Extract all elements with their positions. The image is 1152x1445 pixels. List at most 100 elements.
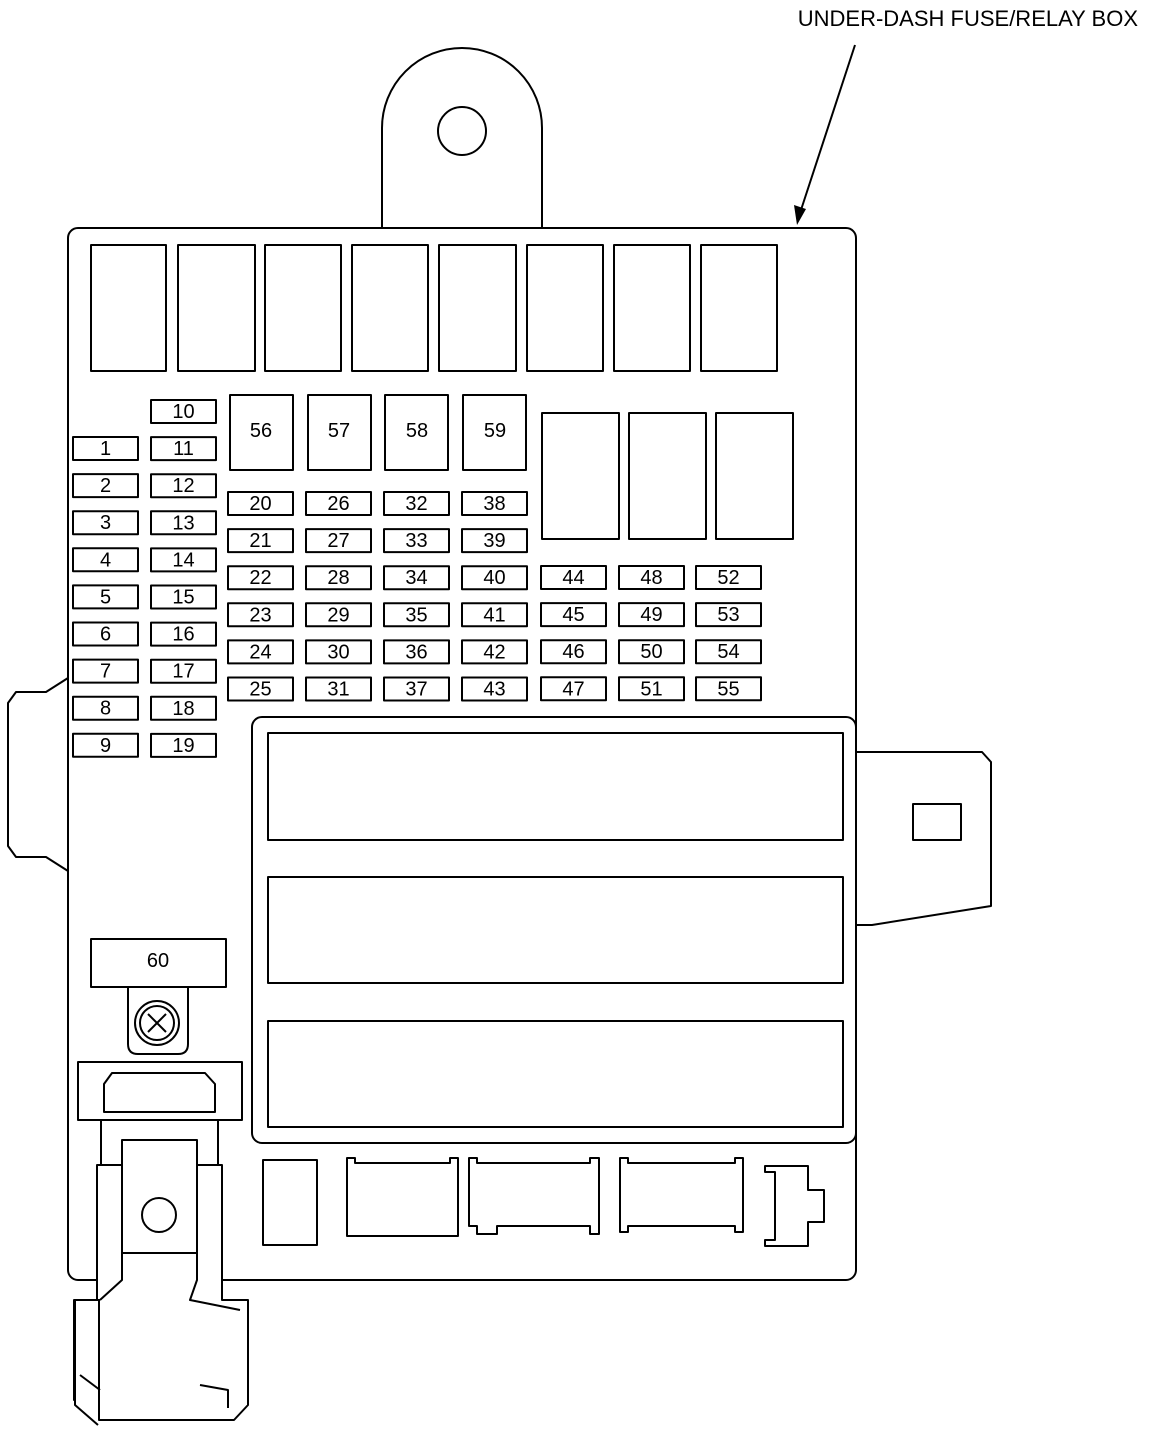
fuse-7 — [72, 658, 139, 684]
middle-relay-row — [541, 412, 794, 540]
fuse-label: 26 — [327, 493, 349, 515]
fuse-label: 40 — [483, 567, 505, 589]
fuse-4 — [72, 547, 139, 573]
fuse-label: 10 — [172, 401, 194, 423]
connector — [346, 1157, 459, 1237]
connector — [619, 1157, 744, 1233]
fuse-label: 41 — [483, 604, 505, 626]
fuse-13 — [150, 510, 217, 536]
fuse-44 — [540, 565, 607, 590]
fuse-label: 12 — [172, 475, 194, 497]
fuse-17 — [150, 658, 217, 684]
fuse-2 — [72, 473, 139, 499]
fuse-5 — [72, 584, 139, 610]
fuse-48 — [618, 565, 685, 590]
bracket-slot — [912, 803, 962, 841]
fuse-label: 17 — [172, 661, 194, 683]
fuse-label: 13 — [172, 512, 194, 534]
fuse-58 — [384, 394, 449, 471]
fuse-label: 22 — [249, 567, 271, 589]
fuse-label: 49 — [640, 604, 662, 626]
fuse-9 — [72, 732, 139, 758]
fuse-14 — [150, 547, 217, 573]
fuse-47 — [540, 676, 607, 702]
fuse-label: 38 — [483, 493, 505, 515]
fuse-60-assembly: 60 — [90, 938, 227, 1055]
fuse-label: 14 — [172, 549, 194, 571]
fuse-39 — [461, 528, 528, 554]
fuse-41 — [461, 602, 528, 628]
fuse-label: 34 — [405, 567, 427, 589]
connector-slot — [267, 876, 844, 984]
fuse-label: 46 — [562, 641, 584, 663]
fuse-37 — [383, 676, 450, 702]
fuse-label: 2 — [100, 475, 111, 497]
fuse-label: 60 — [147, 950, 169, 972]
right-bracket — [856, 751, 992, 926]
fuse-label: 47 — [562, 678, 584, 700]
fuse-27 — [305, 528, 372, 554]
fuse-19 — [150, 732, 217, 758]
fuse-34 — [383, 565, 450, 591]
fuse-label: 24 — [249, 641, 271, 663]
fuse-label: 33 — [405, 530, 427, 552]
fuse-36 — [383, 639, 450, 665]
connector — [468, 1157, 600, 1235]
fuse-label: 16 — [172, 624, 194, 646]
fuse-label: 45 — [562, 604, 584, 626]
fuse-60 — [90, 938, 227, 988]
fuse-label: 4 — [100, 549, 111, 571]
fuse-label: 35 — [405, 604, 427, 626]
fuse-30 — [305, 639, 372, 665]
fuse-40 — [461, 565, 528, 591]
large-fuse-row: 56 57 58 59 — [229, 394, 527, 471]
diagram-title: UNDER-DASH FUSE/RELAY BOX — [798, 6, 1139, 31]
fuse-label: 56 — [250, 420, 272, 442]
fuse-18 — [150, 695, 217, 721]
fuse-label: 19 — [172, 735, 194, 757]
fuse-54 — [695, 639, 762, 665]
fuse-15 — [150, 584, 217, 610]
mounting-tab — [381, 47, 543, 228]
fuse-label: 36 — [405, 641, 427, 663]
fuse-59 — [462, 394, 527, 471]
fuse-label: 30 — [327, 641, 349, 663]
fuse-label: 15 — [172, 587, 194, 609]
fuse-label: 51 — [640, 678, 662, 700]
fuse-20 — [227, 491, 294, 516]
fuse-label: 6 — [100, 624, 111, 646]
fuse-55 — [695, 676, 762, 702]
fuse-label: 52 — [717, 567, 739, 589]
small-fuse-grid: 1234567891011121314151617181920212223242… — [72, 399, 762, 758]
connector-slot — [267, 1020, 844, 1128]
fuse-33 — [383, 528, 450, 554]
fuse-label: 29 — [327, 604, 349, 626]
fuse-8 — [72, 695, 139, 721]
fuse-label: 1 — [100, 438, 111, 460]
fuse-label: 48 — [640, 567, 662, 589]
relay-slot — [715, 412, 794, 540]
fuse-label: 39 — [483, 530, 505, 552]
fuse-42 — [461, 639, 528, 665]
left-clip — [7, 677, 69, 872]
bolt-icon — [134, 1000, 180, 1046]
fuse-label: 7 — [100, 661, 111, 683]
fuse-label: 43 — [483, 679, 505, 701]
battery-terminal — [73, 1061, 249, 1426]
fuse-35 — [383, 602, 450, 628]
fuse-46 — [540, 639, 607, 665]
fuse-53 — [695, 602, 762, 628]
fuse-29 — [305, 602, 372, 628]
connector — [764, 1165, 825, 1247]
terminal-stud-icon — [141, 1197, 177, 1233]
fuse-label: 25 — [249, 679, 271, 701]
top-relay-row — [90, 244, 778, 372]
fuse-10 — [150, 399, 217, 424]
fuse-label: 59 — [484, 420, 506, 442]
fuse-3 — [72, 510, 139, 536]
fuse-label: 44 — [562, 567, 584, 589]
fuse-label: 8 — [100, 698, 111, 720]
fuse-label: 27 — [327, 530, 349, 552]
fuse-52 — [695, 565, 762, 590]
